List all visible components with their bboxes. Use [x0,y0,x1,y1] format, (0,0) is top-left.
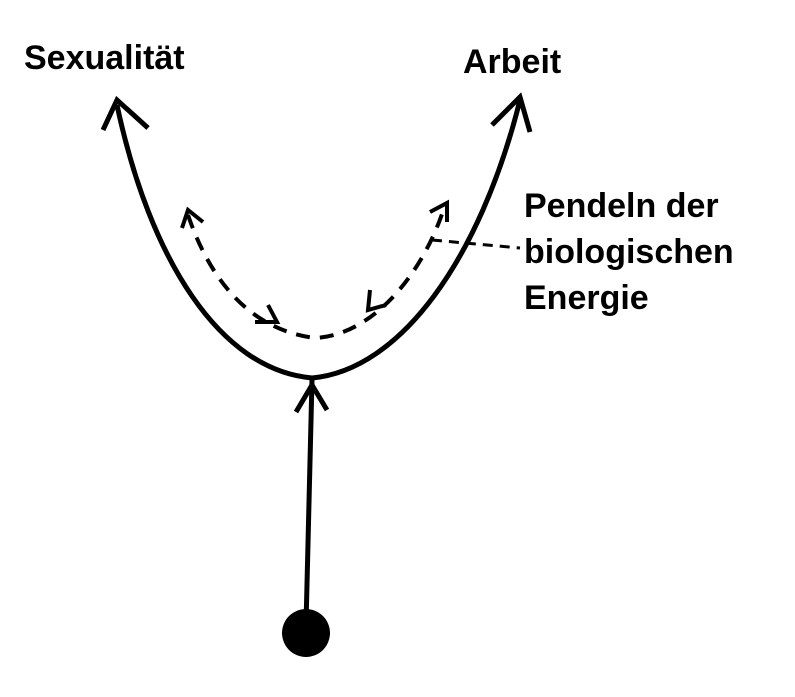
dashed-mid-arrowhead-right [365,289,387,313]
label-sexualitaet: Sexualität [24,39,185,77]
annotation-line1: Pendeln der [524,187,719,225]
annotation-line3: Energie [524,279,649,317]
dashed-right-arrowhead [429,199,449,222]
main-curve [114,99,523,381]
stem-line [303,379,315,626]
origin-dot [282,609,330,657]
right-arrowhead [490,92,533,133]
dashed-mid-arrowhead-left [255,304,281,324]
left-arrowhead [100,95,150,132]
label-arbeit: Arbeit [463,43,562,81]
annotation-leader-line [431,238,521,250]
dashed-left-arrowhead [180,206,205,229]
annotation-line2: biologischen [524,233,734,271]
stem-arrowhead [293,380,330,414]
pendulum-dashed-curve [186,204,447,341]
